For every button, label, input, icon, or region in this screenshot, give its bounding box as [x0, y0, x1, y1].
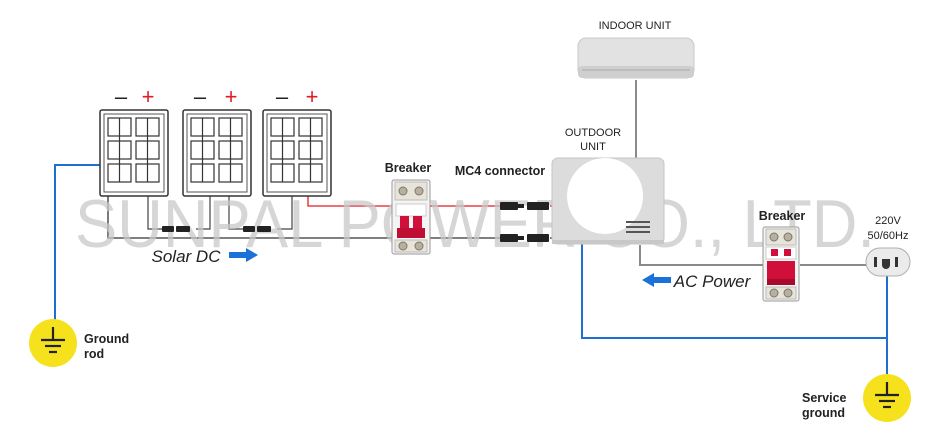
ground-symbol-icon: [41, 327, 65, 354]
indoor-unit-label: INDOOR UNIT: [599, 20, 672, 32]
outlet-icon: [865, 247, 911, 277]
solar-panel-icon: [262, 109, 332, 197]
ac-wiring: [635, 80, 866, 266]
mc4-connector-label: MC4 connector: [455, 164, 545, 178]
outdoor-to-breaker-wire: [639, 245, 766, 266]
mc4-connector-negative: [500, 234, 549, 242]
ac-breaker: [762, 226, 800, 302]
panel-interconnect-wiring: [147, 196, 293, 230]
outdoor-unit-label-line1: OUTDOOR: [565, 127, 621, 139]
solar-panel-1: [99, 109, 169, 197]
solar-panel-icon: [182, 109, 252, 197]
solar-dc-label: Solar DC: [152, 247, 222, 266]
fan-icon: [567, 158, 643, 234]
panel-2-plus: +: [225, 84, 238, 109]
panel-ground-wire: [54, 164, 100, 322]
ground-rod-label-line1: Ground: [84, 332, 129, 346]
positive-wire-to-breaker: [307, 196, 398, 207]
ground-rod-label-line2: rod: [84, 347, 104, 361]
breaker-icon: [762, 226, 800, 302]
service-ground: [863, 374, 911, 422]
panel-3-minus: –: [276, 84, 289, 109]
negative-wire-to-breaker: [107, 196, 398, 239]
solar-panel-icon: [99, 109, 169, 197]
panel-connectors: [162, 226, 271, 232]
outdoor-unit: [551, 157, 665, 245]
mc4-connector-positive: [500, 202, 549, 210]
solar-panel-2: [182, 109, 252, 197]
dc-breaker: [391, 179, 431, 255]
dc-breaker-label: Breaker: [385, 161, 432, 175]
outdoor-unit-vent: [626, 221, 650, 233]
ac-breaker-label: Breaker: [759, 209, 806, 223]
voltage-label: 220V: [875, 215, 901, 227]
panel-2-minus: –: [194, 84, 207, 109]
ac-power-arrow-icon: [642, 273, 671, 287]
ac-power-label: AC Power: [673, 272, 752, 291]
panel-1-minus: –: [115, 84, 128, 109]
service-ground-label-line1: Service: [802, 391, 847, 405]
frequency-label: 50/60Hz: [868, 230, 909, 242]
indoor-unit: [577, 37, 695, 79]
panel-1-plus: +: [142, 84, 155, 109]
outdoor-ground-wire: [581, 243, 887, 339]
breaker-icon: [391, 179, 431, 255]
service-ground-label-line2: ground: [802, 406, 845, 420]
solar-panel-3: [262, 109, 332, 197]
panel-polarity-labels: – + – + – +: [115, 84, 319, 109]
ground-wiring: [54, 164, 888, 376]
ground-rod: [29, 319, 77, 367]
ground-symbol-icon: [875, 382, 899, 409]
solar-dc-arrow-icon: [229, 248, 258, 262]
panel-3-plus: +: [306, 84, 319, 109]
watermark-text: SUNPAL POWER CO., LTD.: [75, 186, 875, 262]
outdoor-unit-label-line2: UNIT: [580, 141, 606, 153]
